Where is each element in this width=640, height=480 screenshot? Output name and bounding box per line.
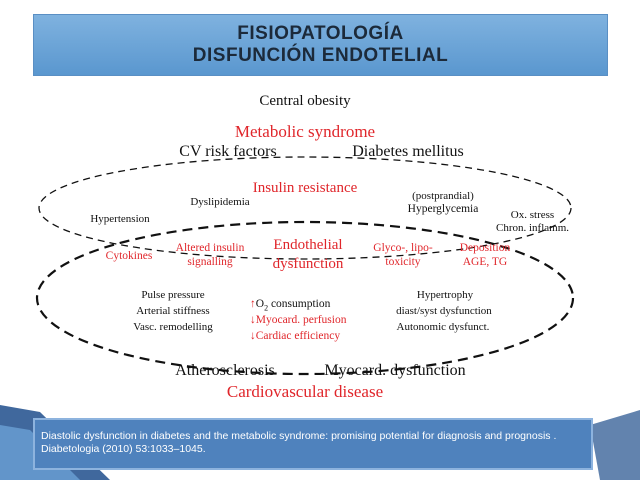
- label-myocard-dysfunction: Myocard. dysfunction: [324, 362, 466, 379]
- down-arrow-icon: ↓: [250, 330, 256, 342]
- label-diabetes-mellitus: Diabetes mellitus: [352, 143, 464, 160]
- label-autonomic: Autonomic dysfunct.: [396, 321, 490, 333]
- label-deposition-2: AGE, TG: [462, 256, 508, 268]
- label-hyperglycemia: Hyperglycemia: [407, 203, 479, 215]
- label-myocard-perfusion: ↓Myocard. perfusion: [250, 314, 347, 326]
- label-hypertrophy: Hypertrophy: [416, 289, 474, 301]
- label-ox-stress: Ox. stress: [510, 209, 555, 221]
- label-cardiovascular-disease: Cardiovascular disease: [226, 382, 384, 401]
- label-diast-syst: diast/syst dysfunction: [396, 305, 492, 317]
- label-altered-insulin-1: Altered insulin: [175, 242, 245, 254]
- label-altered-insulin-2: signalling: [187, 256, 233, 268]
- label-central-obesity: Central obesity: [259, 93, 351, 109]
- label-atherosclerosis: Atherosclerosis: [175, 362, 275, 379]
- label-arterial-stiffness: Arterial stiffness: [136, 305, 210, 317]
- up-arrow-icon: ↑: [250, 298, 256, 310]
- label-o2-consumption: ↑O2 consumption: [250, 298, 331, 313]
- label-cytokines: Cytokines: [105, 250, 153, 262]
- upper-ellipse: [38, 156, 572, 260]
- title-line-2: DISFUNCIÓN ENDOTELIAL: [192, 45, 449, 66]
- lower-ellipse: [35, 220, 575, 376]
- label-insulin-resistance: Insulin resistance: [252, 180, 358, 196]
- title-line-1: FISIOPATOLOGÍA: [237, 23, 404, 44]
- label-vasc-remodelling: Vasc. remodelling: [133, 321, 213, 333]
- label-cv-risk-factors: CV risk factors: [179, 143, 277, 160]
- label-glyco-1: Glyco-, lipo-: [373, 242, 433, 254]
- label-deposition-1: Deposition: [459, 242, 511, 254]
- label-glyco-2: toxicity: [385, 256, 421, 268]
- label-postprandial: (postprandial): [412, 190, 474, 202]
- label-metabolic-syndrome: Metabolic syndrome: [234, 122, 376, 141]
- label-hypertension: Hypertension: [90, 213, 150, 225]
- citation-caption: Diastolic dysfunction in diabetes and th…: [33, 418, 593, 470]
- down-arrow-icon: ↓: [250, 314, 256, 326]
- label-pulse-pressure: Pulse pressure: [141, 289, 205, 301]
- citation-text: Diastolic dysfunction in diabetes and th…: [41, 430, 557, 455]
- label-dyslipidemia: Dyslipidemia: [190, 196, 250, 208]
- label-cardiac-efficiency: ↓Cardiac efficiency: [250, 330, 341, 342]
- label-endothelial-2: dysfunction: [272, 256, 344, 272]
- label-chron-inflamm: Chron. inflamm.: [495, 222, 570, 234]
- label-endothelial-1: Endothelial: [273, 237, 343, 253]
- slide-title: FISIOPATOLOGÍA DISFUNCIÓN ENDOTELIAL: [33, 14, 608, 76]
